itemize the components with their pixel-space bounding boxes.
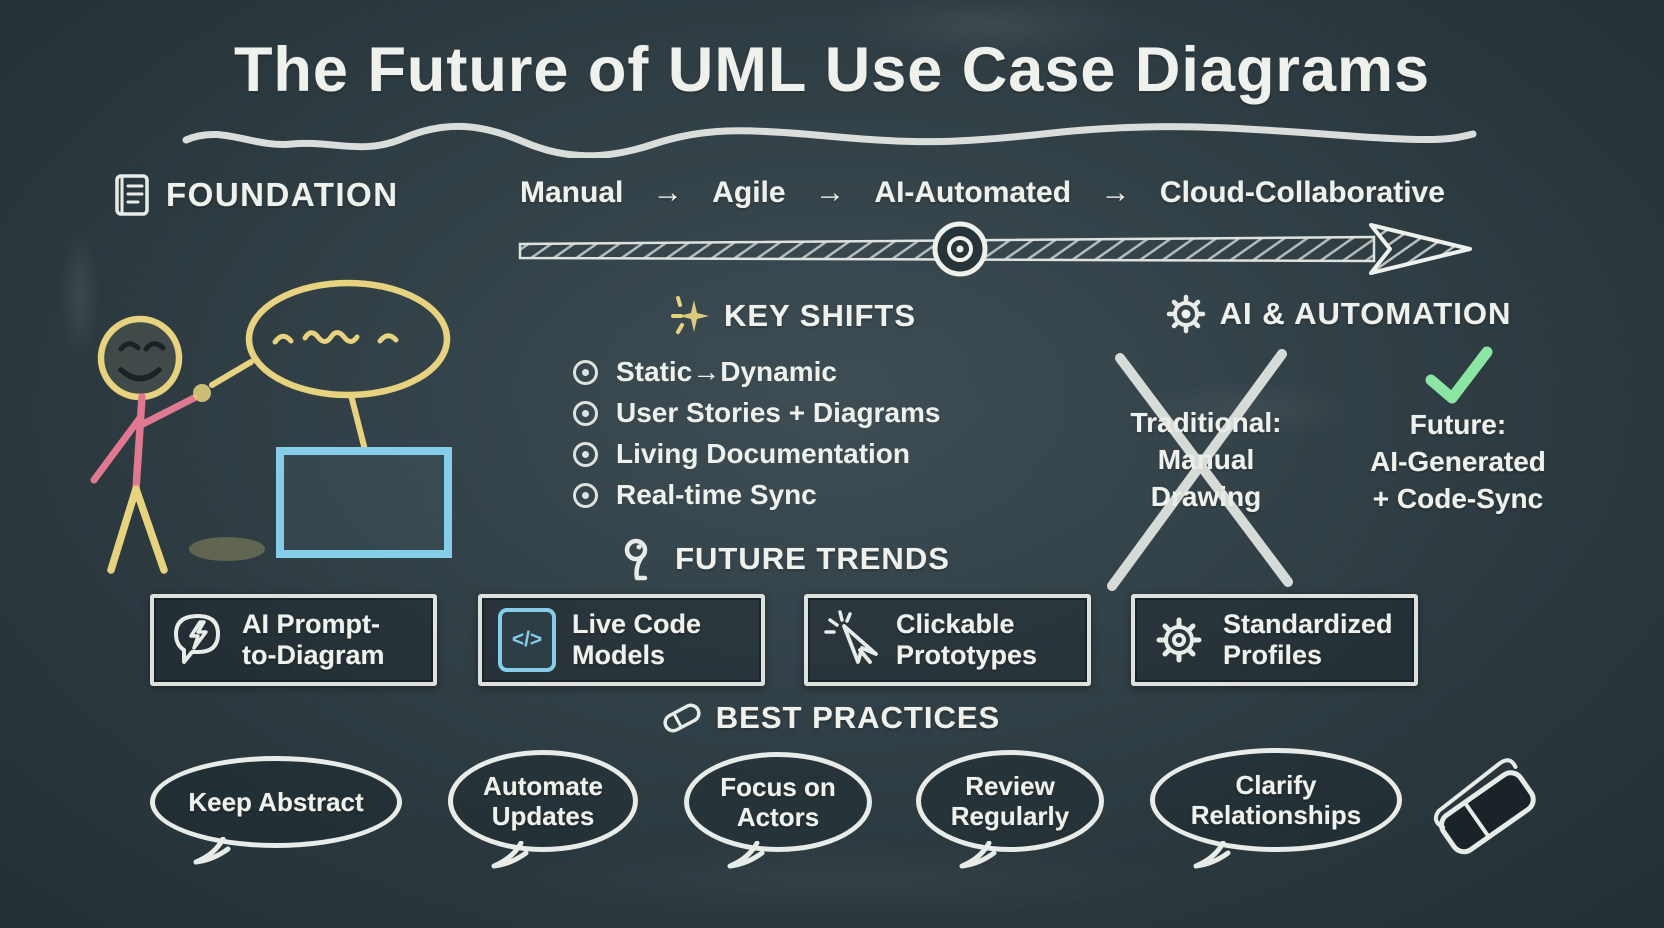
book-icon — [115, 174, 149, 216]
arrow-right-icon: → — [652, 176, 683, 209]
bubble-tail — [491, 841, 529, 869]
future-trends-heading: FUTURE TRENDS — [675, 541, 950, 576]
bubble-tail — [193, 837, 231, 865]
checkmark-icon — [1425, 346, 1493, 404]
practice-bubble: Automate Updates — [448, 750, 638, 869]
use-case-ellipse — [245, 279, 451, 399]
arrow-right-icon: → — [814, 176, 845, 209]
chalk-dust — [189, 537, 265, 561]
ai-automation-section: AI & AUTOMATION Traditional: Manual Draw… — [1080, 292, 1595, 591]
practice-label: Focus on Actors — [720, 772, 836, 832]
practice-bubble: Keep Abstract — [150, 756, 402, 865]
trend-box-standardized-profiles: Standardized Profiles — [1131, 594, 1418, 686]
arrow-right-icon: → — [1100, 176, 1131, 209]
evolution-timeline: Manual → Agile → AI-Automated → Cloud-Co… — [520, 176, 1445, 210]
code-brackets-icon: </> — [498, 608, 556, 672]
association-line — [209, 359, 254, 388]
page-title: The Future of UML Use Case Diagrams — [233, 35, 1431, 105]
shift-item: Living Documentation — [573, 438, 1015, 470]
future-block: Future: AI-Generated + Code-Sync — [1332, 344, 1584, 517]
circled-dot-bullet-icon — [573, 441, 598, 467]
bubble-tail — [959, 841, 997, 869]
shift-label: Static→Dynamic — [616, 356, 837, 387]
future-trends-section: FUTURE TRENDS — [563, 536, 1008, 582]
key-shifts-heading: KEY SHIFTS — [723, 298, 917, 333]
title-underline-squiggle — [182, 122, 1477, 158]
eraser-drawing — [1433, 758, 1536, 855]
uml-use-case-sketch — [90, 279, 452, 574]
timeline-stage: Agile — [712, 176, 786, 209]
shift-label: Living Documentation — [616, 438, 910, 469]
x-cross-icon — [1107, 349, 1293, 591]
gear-icon — [1166, 294, 1205, 334]
trend-box-ai-prompt-to-diagram: AI Prompt- to-Diagram — [150, 594, 437, 686]
practice-label: Automate Updates — [483, 771, 603, 831]
prompt-bubble-lightning-icon — [174, 614, 220, 664]
chalk-smudge — [500, 840, 1200, 920]
trend-label: AI Prompt- to-Diagram — [242, 609, 385, 670]
gear-icon — [1156, 617, 1202, 663]
shift-item: Static→Dynamic — [573, 356, 1015, 388]
system-rectangle — [276, 447, 452, 558]
future-text: Future: AI-Generated + Code-Sync — [1370, 409, 1546, 514]
sparkle-icon — [670, 296, 709, 334]
best-practices-heading: BEST PRACTICES — [715, 700, 1001, 735]
actor-stick-figure — [90, 315, 211, 574]
traditional-block: Traditional: Manual Drawing — [1080, 344, 1332, 591]
eraser-icon — [663, 703, 701, 733]
shift-label: User Stories + Diagrams — [616, 397, 941, 428]
trend-label: Live Code Models — [572, 609, 702, 670]
foundation-label: FOUNDATION — [166, 176, 399, 213]
shift-label: Real-time Sync — [616, 479, 817, 510]
trend-label: Standardized Profiles — [1223, 609, 1393, 670]
timeline-stage: AI-Automated — [874, 176, 1072, 209]
trend-box-live-code-models: </> Live Code Models — [478, 594, 765, 686]
practice-bubble: Clarify Relationships — [1150, 748, 1402, 869]
trend-label: Clickable Prototypes — [896, 609, 1038, 670]
practice-label: Keep Abstract — [188, 787, 364, 817]
foundation-section: FOUNDATION — [112, 172, 399, 218]
practice-label: Clarify Relationships — [1190, 770, 1362, 830]
practice-label: Review Regularly — [950, 771, 1070, 831]
practice-bubble: Focus on Actors — [684, 752, 872, 869]
timeline-stage: Manual — [520, 176, 624, 209]
practice-bubble: Review Regularly — [916, 750, 1104, 869]
timeline-stage: Cloud-Collaborative — [1159, 176, 1445, 209]
ai-automation-heading: AI & AUTOMATION — [1219, 296, 1512, 331]
shift-item: Real-time Sync — [573, 479, 1015, 511]
circled-dot-bullet-icon — [573, 359, 598, 385]
bubble-tail — [1193, 841, 1231, 869]
connector-line — [348, 392, 368, 453]
trend-box-clickable-prototypes: Clickable Prototypes — [804, 594, 1091, 686]
key-icon — [624, 538, 648, 581]
cursor-click-icon — [824, 610, 878, 664]
timeline-arrow-graphic — [518, 221, 1472, 277]
key-shifts-section: KEY SHIFTS Static→Dynamic User Stories +… — [565, 292, 1015, 511]
best-practices-section: BEST PRACTICES — [600, 700, 1060, 736]
shift-item: User Stories + Diagrams — [573, 397, 1015, 429]
bubble-tail — [727, 841, 765, 869]
circled-dot-bullet-icon — [573, 400, 598, 426]
circled-dot-bullet-icon — [573, 482, 598, 508]
